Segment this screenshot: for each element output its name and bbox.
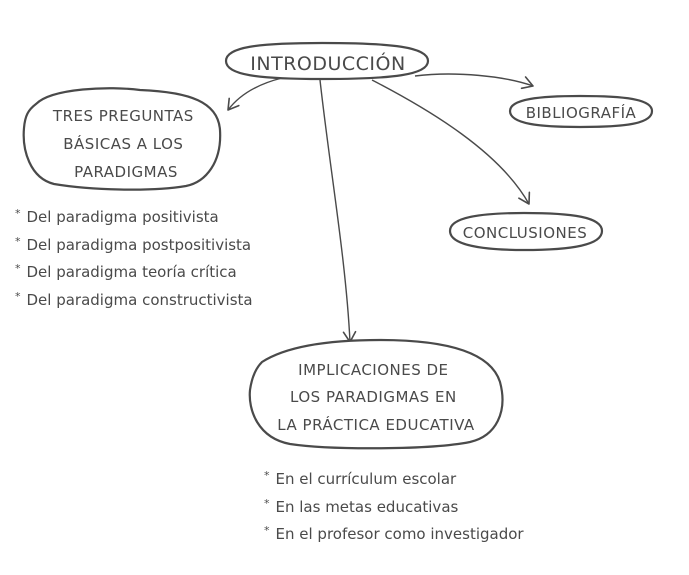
node-tres-preguntas: TRES PREGUNTAS BÁSICAS A LOS PARADIGMAS xyxy=(22,87,222,191)
node-conclusiones: CONCLUSIONES xyxy=(448,211,604,252)
list-item: * En las metas educativas xyxy=(264,490,524,518)
node-bibliografia: BIBLIOGRAFÍA xyxy=(508,94,654,129)
paradigmas-list: * Del paradigma positivista * Del paradigm… xyxy=(15,200,253,310)
conclusiones-label: CONCLUSIONES xyxy=(463,224,588,242)
list-item-text: Del paradigma positivista xyxy=(26,208,219,226)
bullet-star: * xyxy=(15,234,21,248)
bullet-star: * xyxy=(264,524,270,537)
tres-preguntas-line-2: BÁSICAS A LOS xyxy=(63,134,183,153)
bullet-star: * xyxy=(15,262,21,275)
svg-text:CONCLUSIONES: CONCLUSIONES xyxy=(463,224,588,242)
list-item-text: En el profesor como investigador xyxy=(275,525,524,543)
svg-text:TRES PREGUNTAS BÁSICAS: TRES PREGUNTAS BÁSICAS A LOS PARADIGMAS xyxy=(52,107,199,181)
list-item-text: Del paradigma constructivista xyxy=(26,290,253,309)
introduccion-label: INTRODUCCIÓN xyxy=(250,51,405,75)
edge-intro-to-tres-preguntas xyxy=(227,77,283,111)
implicaciones-line-2: LOS PARADIGMAS EN xyxy=(290,388,457,406)
list-item: * En el currículum escolar xyxy=(264,462,524,490)
bibliografia-label: BIBLIOGRAFÍA xyxy=(526,103,637,122)
implicaciones-line-1: IMPLICACIONES DE xyxy=(298,361,448,379)
implicaciones-list: * En el currículum escolar * En las metas … xyxy=(264,462,524,545)
list-item-text: Del paradigma teoría crítica xyxy=(26,263,237,281)
list-item: * En el profesor como investigador xyxy=(264,517,524,545)
edge-intro-to-implicaciones xyxy=(319,79,357,343)
tres-preguntas-line-3: PARADIGMAS xyxy=(74,163,178,181)
list-item-text: En el currículum escolar xyxy=(275,470,457,488)
svg-text:INTRODUCCIÓN: INTRODUCCIÓN xyxy=(250,51,405,75)
bullet-star: * xyxy=(15,207,21,220)
list-item: * Del paradigma positivista xyxy=(15,200,253,228)
edge-intro-to-bibliografia xyxy=(414,73,534,90)
node-introduccion: INTRODUCCIÓN xyxy=(224,41,430,81)
bullet-star: * xyxy=(15,289,21,303)
list-item-text: Del paradigma postpositivista xyxy=(26,235,252,254)
list-item: * Del paradigma postpositivista xyxy=(15,228,253,256)
svg-text:IMPLICACIONES DE LOS P: IMPLICACIONES DE LOS PARADIGMAS EN LA PR… xyxy=(277,361,475,434)
implicaciones-line-3: LA PRÁCTICA EDUCATIVA xyxy=(277,415,475,434)
list-item: * Del paradigma teoría crítica xyxy=(15,255,253,283)
tres-preguntas-line-1: TRES PREGUNTAS xyxy=(52,107,194,125)
bullet-star: * xyxy=(264,496,270,510)
list-item: * Del paradigma constructivista xyxy=(15,283,253,311)
svg-text:BIBLIOGRAFÍA: BIBLIOGRAFÍA xyxy=(526,103,637,122)
node-implicaciones: IMPLICACIONES DE LOS PARADIGMAS EN LA PR… xyxy=(248,338,504,450)
bullet-star: * xyxy=(264,469,270,482)
edge-intro-to-conclusiones xyxy=(371,79,531,205)
list-item-text: En las metas educativas xyxy=(275,497,459,516)
